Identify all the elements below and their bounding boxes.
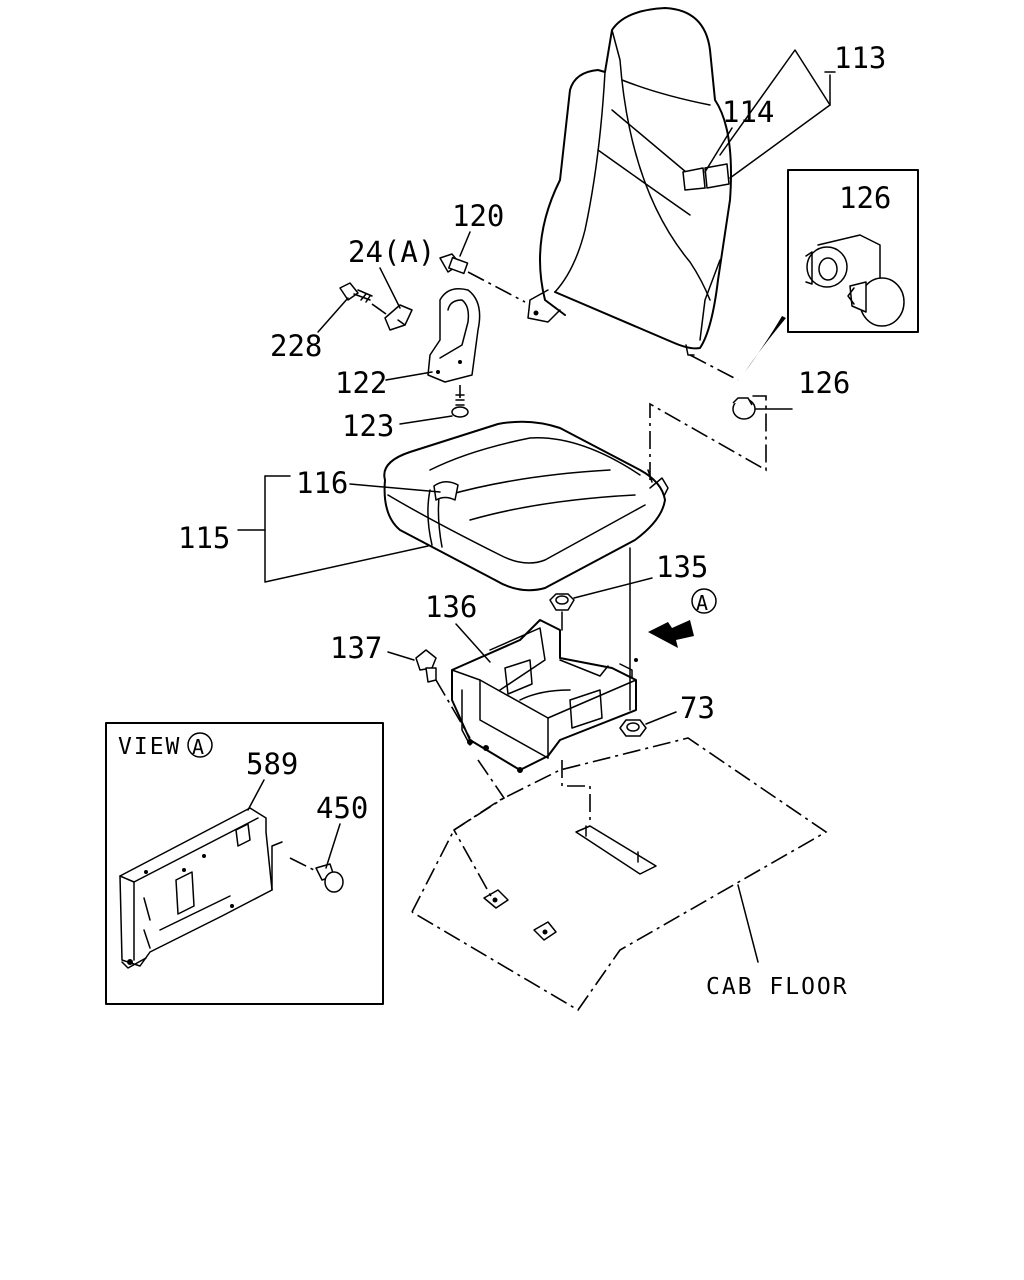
label-137: 137 <box>330 631 382 665</box>
label-120: 120 <box>452 199 504 233</box>
label-122: 122 <box>335 366 387 400</box>
view-arrow-icon <box>648 620 694 648</box>
part-122 <box>427 288 481 383</box>
label-cab-floor: CAB FLOOR <box>706 974 849 1000</box>
label-450: 450 <box>316 791 368 825</box>
label-114: 114 <box>722 95 774 129</box>
label-136: 136 <box>425 590 477 624</box>
label-123: 123 <box>342 409 394 443</box>
label-589: 589 <box>246 747 298 781</box>
part-135 <box>549 593 575 611</box>
seat-cushion <box>383 420 669 592</box>
callout-113 <box>719 49 836 179</box>
label-126: 126 <box>798 366 850 400</box>
seat-back <box>527 7 732 356</box>
label-view: VIEW <box>118 734 181 760</box>
label-115: 115 <box>178 521 230 555</box>
part-228 <box>339 282 373 303</box>
part-136-frame <box>451 619 638 773</box>
cab-floor <box>411 737 828 1012</box>
part-137 <box>415 649 437 683</box>
pointer-curve <box>745 316 786 372</box>
label-126-box: 126 <box>839 181 891 215</box>
label-113: 113 <box>834 41 886 75</box>
part-24a <box>384 304 413 331</box>
label-228: 228 <box>270 329 322 363</box>
arrow-mark-a: A <box>696 591 708 615</box>
label-116: 116 <box>296 466 348 500</box>
part-120 <box>439 253 469 275</box>
detail-box-126 <box>787 169 919 333</box>
cab-floor-leader <box>737 884 759 963</box>
label-24a: 24(A) <box>348 235 435 269</box>
circle-a-icon <box>691 588 717 614</box>
view-circle-a-icon <box>187 732 213 758</box>
label-135: 135 <box>656 550 708 584</box>
callout-115 <box>264 475 429 583</box>
label-73: 73 <box>680 691 715 725</box>
part-123 <box>451 394 469 418</box>
part-126 <box>732 397 756 420</box>
part-73 <box>619 719 647 737</box>
view-a-inset <box>105 722 384 1005</box>
view-mark-a: A <box>192 735 204 759</box>
